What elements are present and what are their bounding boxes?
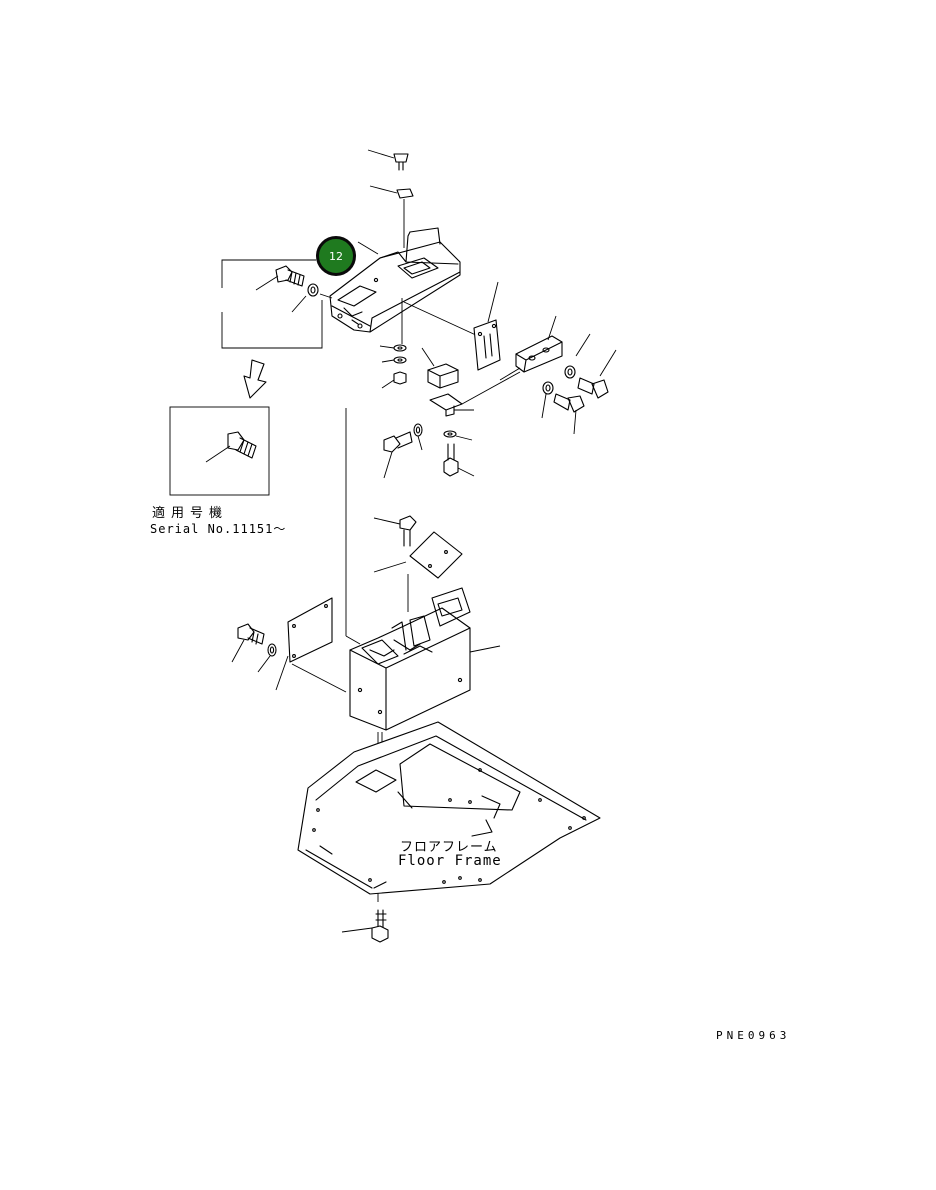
- upper-console-cover: [329, 227, 479, 344]
- washer-stack: [379, 344, 407, 389]
- callout-badge[interactable]: 12: [316, 236, 356, 276]
- lower-console-box: [345, 587, 501, 731]
- floor-frame-label-japanese: フロアフレーム: [400, 840, 498, 855]
- bracket-plate: [473, 281, 501, 371]
- inset-box-upper: [221, 259, 333, 349]
- top-screw: [367, 149, 409, 171]
- lower-left-fasteners: [231, 623, 277, 673]
- arrow-down-icon: [243, 359, 267, 399]
- serial-note-english: Serial No.11151～: [150, 522, 287, 536]
- mid-bolt: [373, 515, 417, 547]
- middle-fasteners: [383, 423, 475, 479]
- serial-note-japanese: 適用号機: [152, 506, 229, 521]
- side-panel: [275, 597, 347, 693]
- small-plate: [429, 393, 474, 417]
- rubber-block: [421, 347, 459, 389]
- bottom-bolt: [341, 909, 389, 943]
- floor-frame: [297, 721, 601, 895]
- right-fasteners: [541, 333, 617, 435]
- figure-code: PNE0963: [716, 1029, 791, 1042]
- angle-bracket: [461, 315, 563, 405]
- top-clip: [369, 185, 414, 248]
- lower-angle-plate: [373, 531, 463, 612]
- inset-box-serial: [169, 406, 270, 496]
- floor-frame-label-english: Floor Frame: [398, 853, 502, 869]
